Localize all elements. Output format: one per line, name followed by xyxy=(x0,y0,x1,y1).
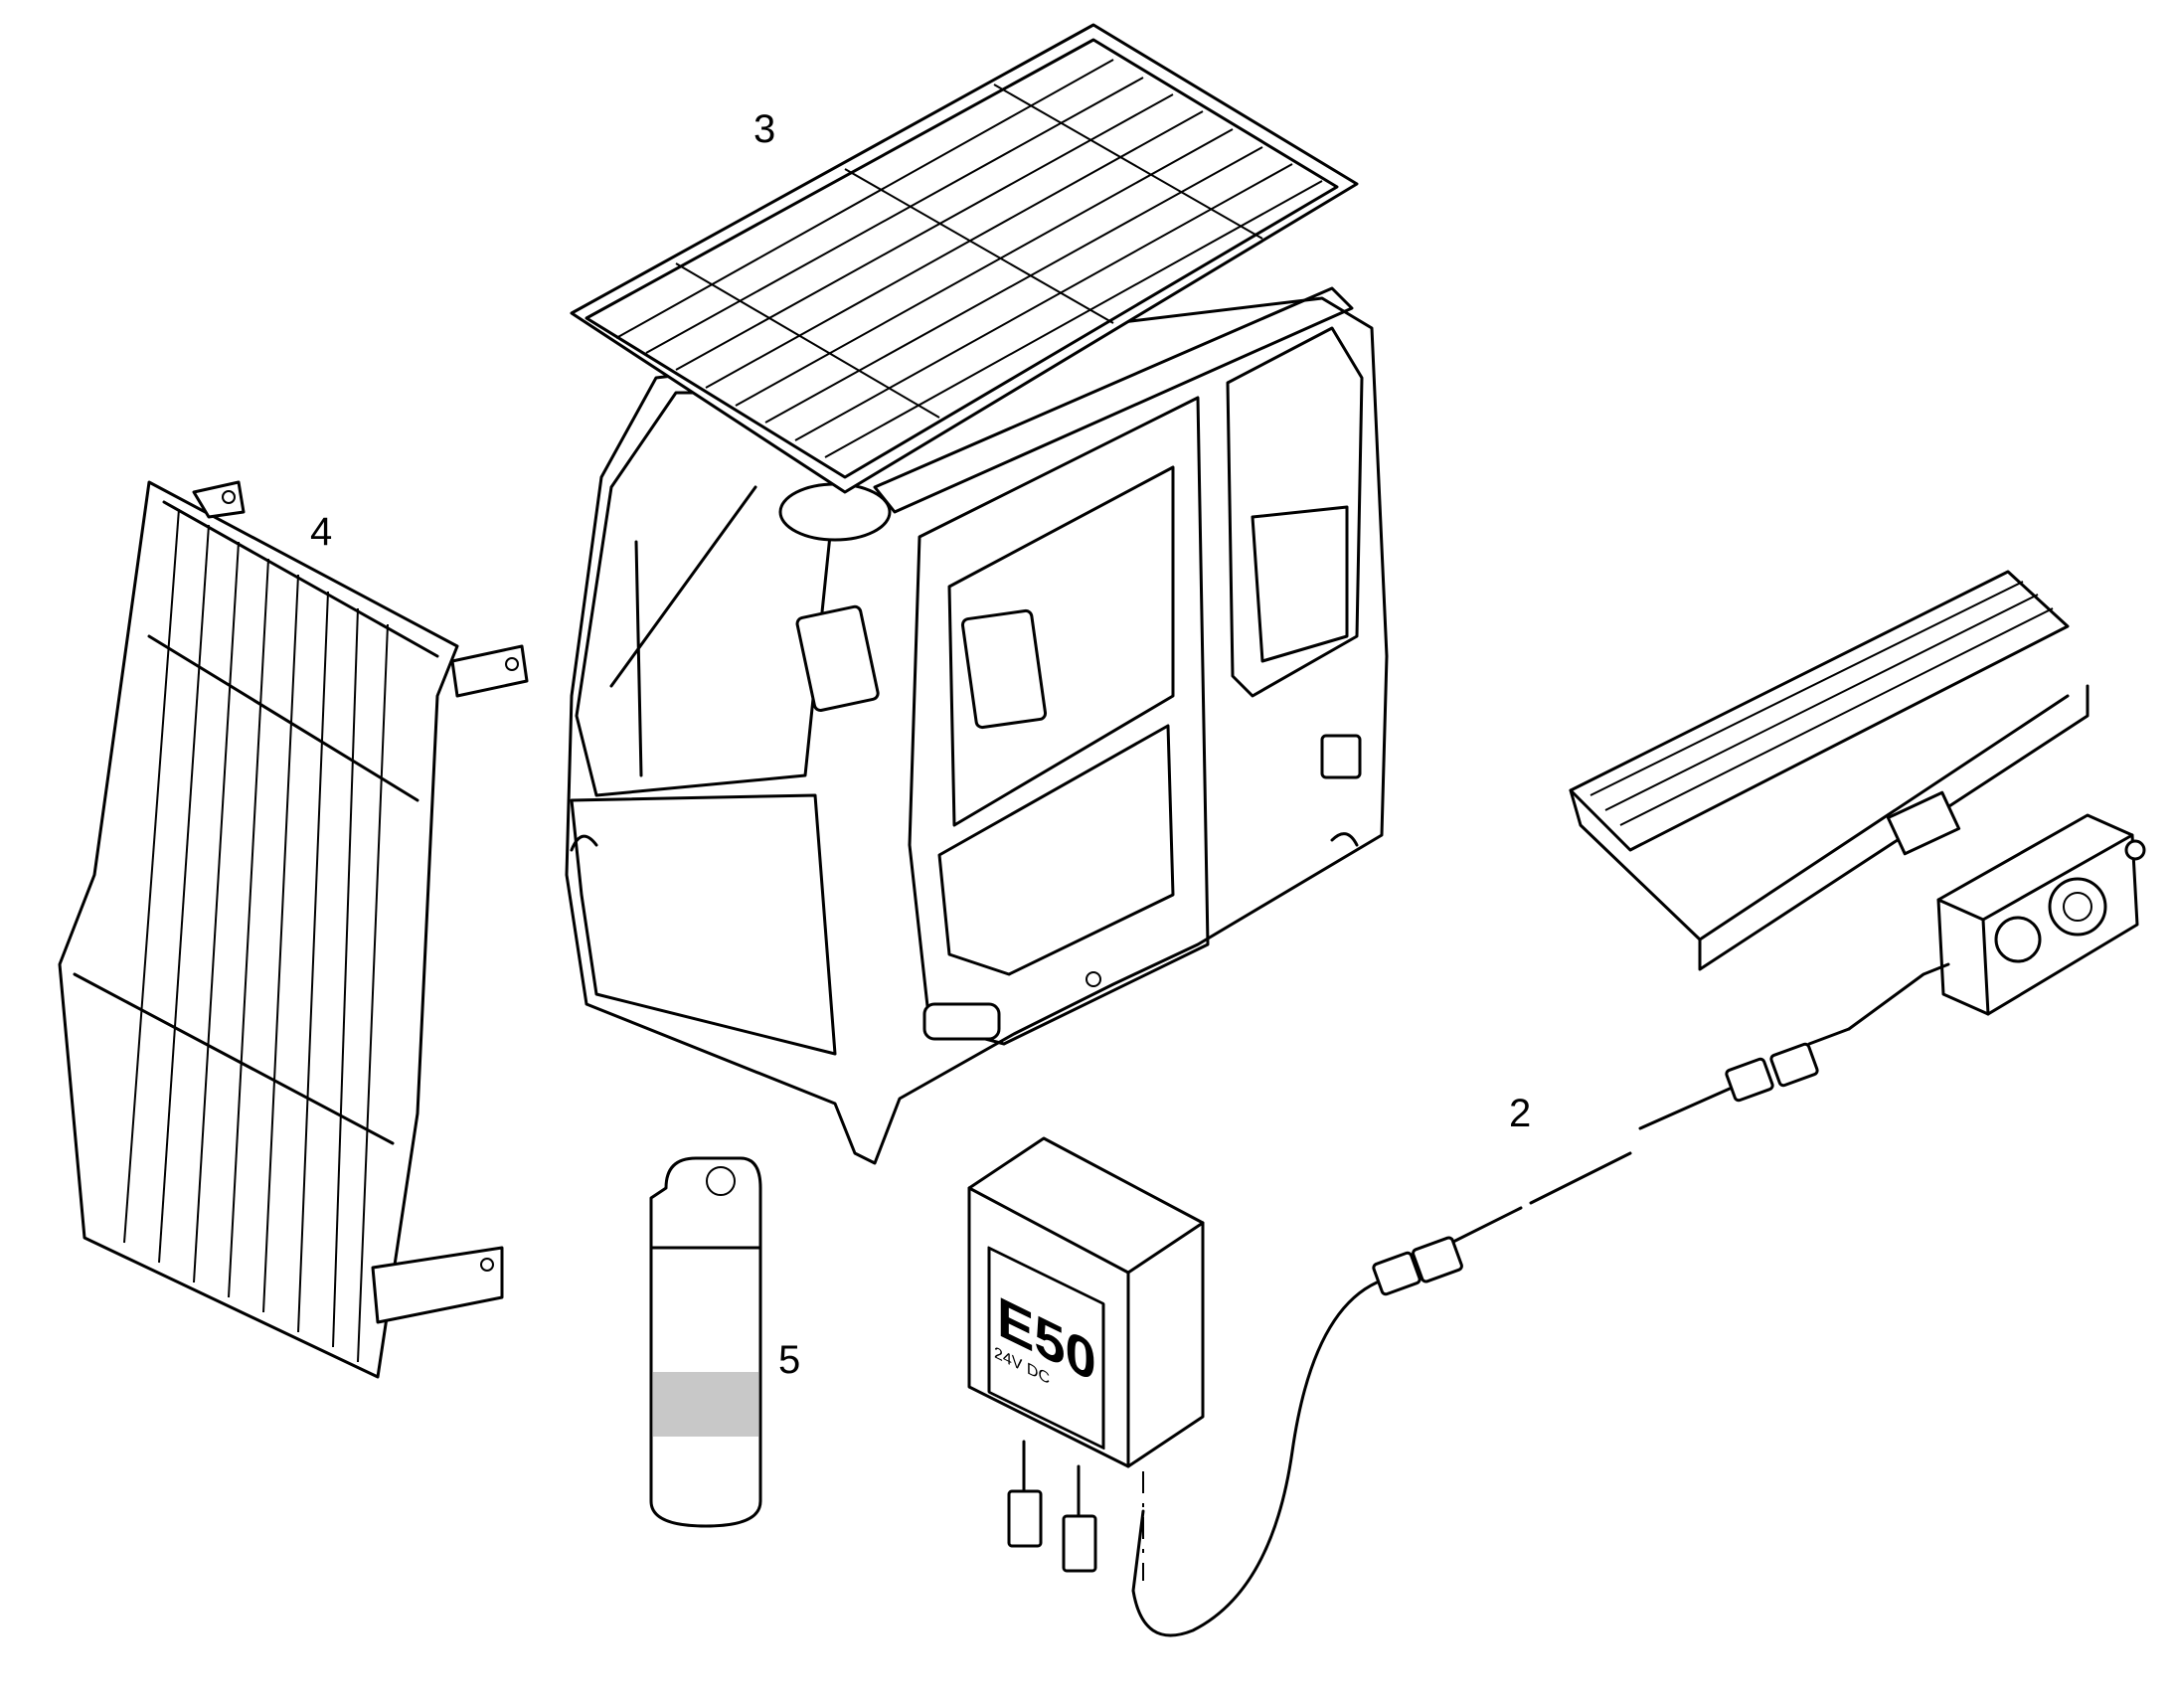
callout-item-5: 5 xyxy=(778,1338,801,1382)
front-guard xyxy=(58,480,529,1379)
cab-with-top-guard xyxy=(565,23,1389,1165)
extinguisher-band xyxy=(653,1372,758,1437)
callout-item-3: 3 xyxy=(753,107,776,151)
fire-extinguisher xyxy=(649,1156,762,1528)
step-grating xyxy=(1569,570,2089,971)
callout-item-4: 4 xyxy=(310,510,333,554)
callout-item-2: 2 xyxy=(1509,1092,1532,1135)
e50-control-box xyxy=(967,1136,1205,1581)
switch-box xyxy=(1847,813,2146,1031)
harness-connectors xyxy=(1131,1027,1851,1637)
